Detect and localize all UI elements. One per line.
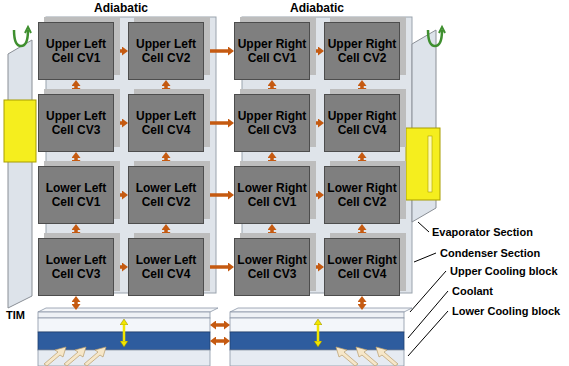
battery-cell-box: Upper Left Cell CV2 <box>128 22 204 80</box>
battery-cell-box: Lower Left Cell CV1 <box>38 166 114 224</box>
heat-flow-arrow <box>313 193 321 197</box>
heat-pipe-slot <box>428 136 432 192</box>
cell-label: Lower Right Cell CV3 <box>237 253 307 281</box>
cell-label: Upper Right Cell CV2 <box>327 37 397 65</box>
part-label: Upper Cooling block <box>450 265 558 278</box>
heat-flow-arrow <box>360 299 364 307</box>
heat-flow-arrow <box>313 121 321 125</box>
cell-label: Lower Left Cell CV3 <box>41 253 111 281</box>
leader-lines <box>408 222 448 356</box>
cell-label: Upper Right Cell CV1 <box>237 37 307 65</box>
condenser-plate <box>8 40 32 308</box>
heat-flow-arrow <box>164 155 168 163</box>
heat-flow-arrow <box>164 227 168 235</box>
cell-label: Lower Right Cell CV2 <box>327 181 397 209</box>
battery-cell-box: Lower Left Cell CV2 <box>128 166 204 224</box>
flow-symbol <box>439 27 445 33</box>
tim-top <box>230 308 412 312</box>
heat-flow-arrow <box>74 299 78 307</box>
heat-flow-arrow <box>207 49 231 53</box>
cell-label: Lower Left Cell CV2 <box>131 181 201 209</box>
battery-cell-box: Lower Right Cell CV1 <box>234 166 310 224</box>
battery-cell-box: Lower Right Cell CV2 <box>324 166 400 224</box>
cell-label: Lower Right Cell CV4 <box>327 253 397 281</box>
heat-flow-arrow <box>74 155 78 163</box>
heat-flow-arrow <box>117 49 125 53</box>
cell-label: Lower Left Cell CV1 <box>41 181 111 209</box>
heat-flow-arrow <box>207 193 231 197</box>
part-label: Adiabatic <box>290 1 344 15</box>
heat-flow-arrow <box>270 227 274 235</box>
heat-flow-arrow <box>164 83 168 91</box>
heat-flow-arrow <box>74 227 78 235</box>
heat-flow-arrow <box>213 339 227 343</box>
tim-layer <box>38 312 210 318</box>
battery-cell-box: Upper Right Cell CV1 <box>234 22 310 80</box>
cell-label: Upper Left Cell CV2 <box>131 37 201 65</box>
heat-flow-arrow <box>207 265 231 269</box>
battery-cell-box: Lower Left Cell CV4 <box>128 238 204 296</box>
part-label: Evaporator Section <box>432 226 533 239</box>
heat-flow-arrow <box>360 227 364 235</box>
heat-flow-arrow <box>117 265 125 269</box>
battery-cell-box: Lower Right Cell CV3 <box>234 238 310 296</box>
heat-pipe-block <box>4 100 36 162</box>
tim-top <box>38 308 218 312</box>
heat-flow-arrow <box>74 83 78 91</box>
cell-label: Upper Right Cell CV3 <box>237 109 307 137</box>
heat-flow-arrow <box>360 155 364 163</box>
cell-label: Upper Left Cell CV3 <box>41 109 111 137</box>
cell-label: Lower Right Cell CV1 <box>237 181 307 209</box>
cell-label: Upper Right Cell CV4 <box>327 109 397 137</box>
flow-symbol <box>25 27 31 33</box>
part-label: Condenser Section <box>440 247 540 260</box>
battery-cell-box: Upper Right Cell CV4 <box>324 94 400 152</box>
battery-cell-box: Upper Right Cell CV2 <box>324 22 400 80</box>
heat-flow-arrow <box>123 322 126 344</box>
part-label: Lower Cooling block <box>452 305 560 318</box>
battery-cell-box: Upper Left Cell CV1 <box>38 22 114 80</box>
heat-flow-arrow <box>117 121 125 125</box>
heat-flow-arrow <box>317 322 320 344</box>
coolant-flow-arrows <box>44 347 398 366</box>
heat-flow-arrow <box>270 83 274 91</box>
battery-cell-box: Lower Left Cell CV3 <box>38 238 114 296</box>
part-label: Adiabatic <box>94 1 148 15</box>
tim-layer <box>230 312 404 318</box>
heat-flow-arrow <box>207 121 231 125</box>
cell-label: Upper Left Cell CV1 <box>41 37 111 65</box>
heat-flow-arrow <box>213 323 227 327</box>
heat-pipe-block <box>406 128 440 200</box>
battery-cell-box: Upper Left Cell CV4 <box>128 94 204 152</box>
cell-label: Upper Left Cell CV4 <box>131 109 201 137</box>
part-label: Coolant <box>452 285 493 298</box>
heat-flow-arrow <box>360 83 364 91</box>
heat-flow-arrow <box>117 193 125 197</box>
battery-cell-box: Upper Left Cell CV3 <box>38 94 114 152</box>
heat-flow-arrow <box>270 155 274 163</box>
battery-cell-box: Upper Right Cell CV3 <box>234 94 310 152</box>
heat-flow-arrow <box>313 49 321 53</box>
heat-flow-arrow <box>313 265 321 269</box>
part-label: TIM <box>6 309 25 322</box>
cell-label: Lower Left Cell CV4 <box>131 253 201 281</box>
battery-cell-box: Lower Right Cell CV4 <box>324 238 400 296</box>
